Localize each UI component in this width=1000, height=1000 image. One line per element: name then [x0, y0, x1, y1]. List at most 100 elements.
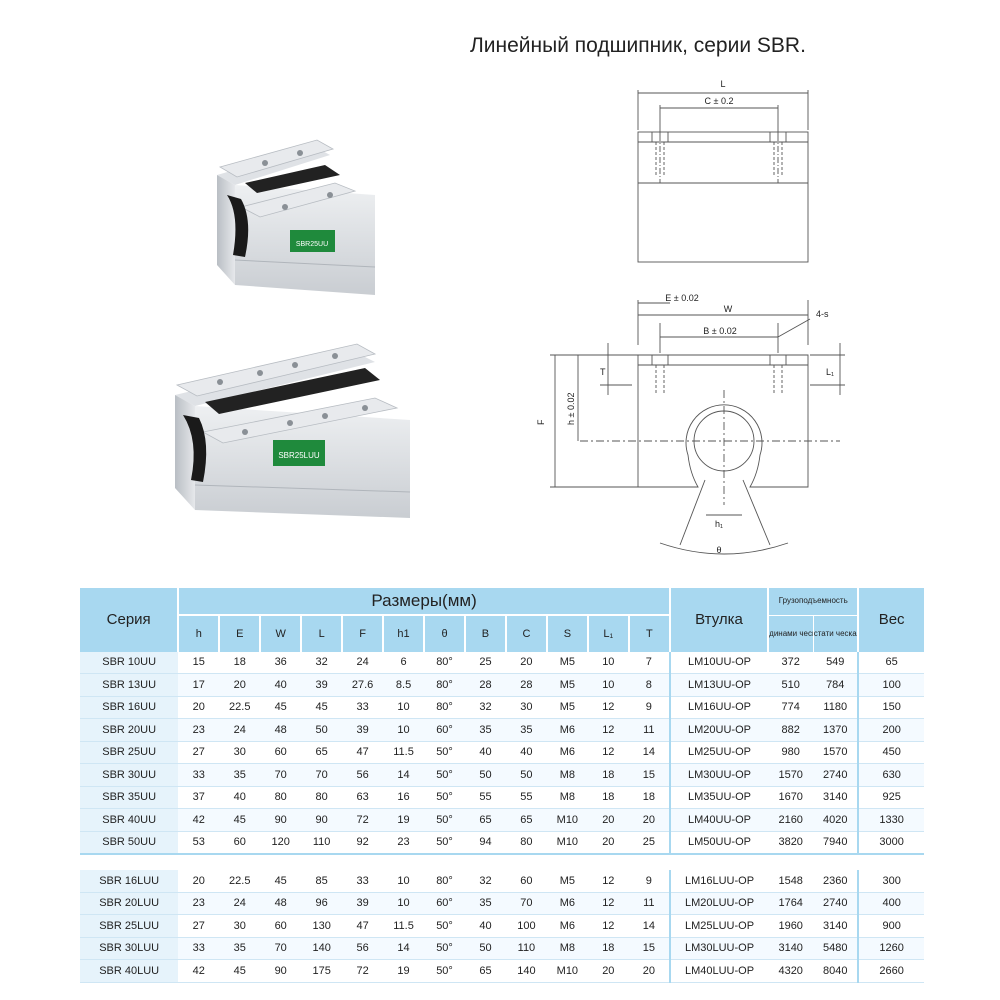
- table-cell: 1370: [813, 718, 859, 742]
- table-cell: 2360: [813, 870, 859, 893]
- cell-weight: 200: [857, 718, 924, 742]
- cell-bushing: LM40LUU-OP: [668, 959, 769, 983]
- table-cell: 35: [505, 718, 547, 742]
- table-cell: M8: [546, 937, 588, 960]
- table-cell: 70: [260, 937, 302, 960]
- table-cell: 35: [464, 718, 506, 742]
- table-cell: 3820: [768, 831, 814, 855]
- table-cell: 2160: [768, 808, 814, 832]
- table-cell: 4020: [813, 808, 859, 832]
- table-cell: 40: [260, 673, 302, 697]
- dim-T: T: [600, 367, 606, 377]
- specs-table: Серия Размеры(мм) Втулка Грузоподъемност…: [80, 588, 924, 983]
- table-cell: M5: [546, 673, 588, 697]
- col-header: h1: [383, 615, 426, 652]
- cell-weight: 65: [857, 651, 924, 674]
- table-cell: 80°: [424, 673, 465, 697]
- table-cell: 7940: [813, 831, 859, 855]
- cell-weight: 3000: [857, 831, 924, 855]
- table-cell: 80: [505, 831, 547, 855]
- table-cell: 12: [587, 696, 629, 719]
- table-cell: 14: [628, 914, 670, 938]
- table-cell: 35: [464, 892, 506, 915]
- cell-bushing: LM20UU-OP: [668, 718, 769, 742]
- table-cell: 22.5: [219, 696, 261, 719]
- table-cell: 60: [260, 741, 302, 764]
- table-cell: 784: [813, 673, 859, 697]
- table-cell: 50: [505, 763, 547, 787]
- table-cell: 50°: [424, 959, 465, 983]
- dim-h1: h₁: [715, 519, 723, 529]
- table-cell: 60°: [424, 718, 465, 742]
- col-header: F: [342, 615, 385, 652]
- table-cell: 9: [628, 870, 670, 893]
- table-cell: 48: [260, 892, 302, 915]
- table-cell: 33: [178, 937, 220, 960]
- cell-bushing: LM25LUU-OP: [668, 914, 769, 938]
- row-gap: [80, 853, 924, 870]
- table-cell: 100: [505, 914, 547, 938]
- table-cell: 23: [178, 718, 220, 742]
- table-cell: 50: [464, 937, 506, 960]
- table-cell: 1570: [768, 763, 814, 787]
- label-plate: [290, 230, 335, 252]
- table-cell: 90: [260, 959, 302, 983]
- table-cell: 80: [260, 786, 302, 809]
- table-cell: 1180: [813, 696, 859, 719]
- table-cell: 130: [301, 914, 343, 938]
- table-cell: 549: [813, 651, 859, 674]
- table-cell: 510: [768, 673, 814, 697]
- cell-bushing: LM35UU-OP: [668, 786, 769, 809]
- table-cell: 50°: [424, 741, 465, 764]
- label-plate: [273, 440, 325, 466]
- table-cell: 10: [383, 892, 425, 915]
- cell-bushing: LM30LUU-OP: [668, 937, 769, 960]
- cell-bushing: LM50UU-OP: [668, 831, 769, 855]
- table-cell: 24: [342, 651, 384, 674]
- table-cell: 14: [383, 937, 425, 960]
- table-cell: 65: [505, 808, 547, 832]
- table-cell: 1548: [768, 870, 814, 893]
- col-header: W: [260, 615, 303, 652]
- table-cell: 70: [505, 892, 547, 915]
- table-cell: 372: [768, 651, 814, 674]
- photo-label: SBR25LUU: [278, 451, 320, 460]
- table-cell: 50°: [424, 937, 465, 960]
- cell-series: SBR 35UU: [80, 786, 179, 809]
- table-cell: 45: [301, 696, 343, 719]
- table-cell: 9: [628, 696, 670, 719]
- table-cell: 33: [342, 870, 384, 893]
- cell-weight: 400: [857, 892, 924, 915]
- table-cell: 50°: [424, 763, 465, 787]
- cell-bushing: LM20LUU-OP: [668, 892, 769, 915]
- table-cell: 10: [383, 718, 425, 742]
- table-cell: 11.5: [383, 914, 425, 938]
- cell-series: SBR 30UU: [80, 763, 179, 787]
- table-cell: 20: [628, 808, 670, 832]
- table-cell: 3140: [813, 914, 859, 938]
- table-cell: 80°: [424, 696, 465, 719]
- cell-weight: 900: [857, 914, 924, 938]
- table-cell: M10: [546, 831, 588, 855]
- table-cell: 50°: [424, 808, 465, 832]
- table-cell: 1764: [768, 892, 814, 915]
- header-series: Серия: [80, 588, 180, 652]
- table-cell: 72: [342, 808, 384, 832]
- table-cell: 90: [260, 808, 302, 832]
- dim-F: F: [536, 419, 546, 425]
- cell-series: SBR 20LUU: [80, 892, 179, 915]
- table-cell: 47: [342, 741, 384, 764]
- table-cell: 2740: [813, 892, 859, 915]
- table-cell: 14: [383, 763, 425, 787]
- cell-bushing: LM25UU-OP: [668, 741, 769, 764]
- cell-series: SBR 10UU: [80, 651, 179, 674]
- table-cell: 10: [383, 870, 425, 893]
- table-cell: 20: [587, 808, 629, 832]
- table-cell: 42: [178, 808, 220, 832]
- table-cell: 18: [219, 651, 261, 674]
